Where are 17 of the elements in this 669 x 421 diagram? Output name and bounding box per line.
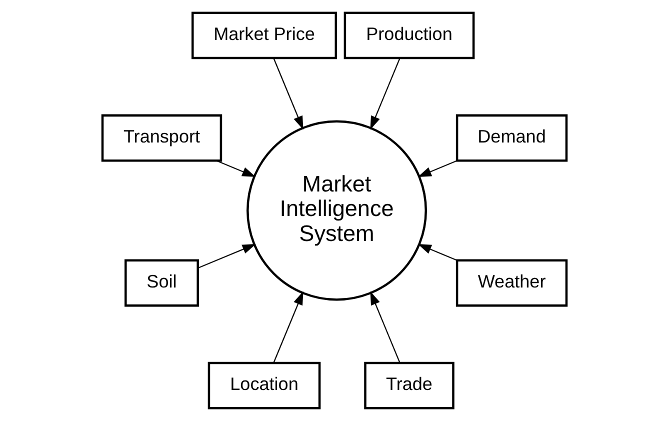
node-box: Production <box>344 12 475 60</box>
arrow <box>418 244 458 261</box>
arrow <box>273 58 304 130</box>
node-box: Soil <box>124 259 199 307</box>
arrow <box>198 244 256 268</box>
node-circle: Market Intelligence System <box>246 120 427 301</box>
node-box: Trade <box>364 362 454 410</box>
arrow <box>370 291 400 363</box>
node-box: Market Price <box>192 12 338 60</box>
arrow <box>370 58 400 130</box>
node-box: Weather <box>456 259 568 307</box>
arrow <box>418 160 458 177</box>
arrow <box>216 160 256 177</box>
arrow <box>273 291 304 363</box>
node-box: Transport <box>101 114 222 162</box>
node-box: Location <box>208 362 321 410</box>
node-box: Demand <box>456 114 568 162</box>
